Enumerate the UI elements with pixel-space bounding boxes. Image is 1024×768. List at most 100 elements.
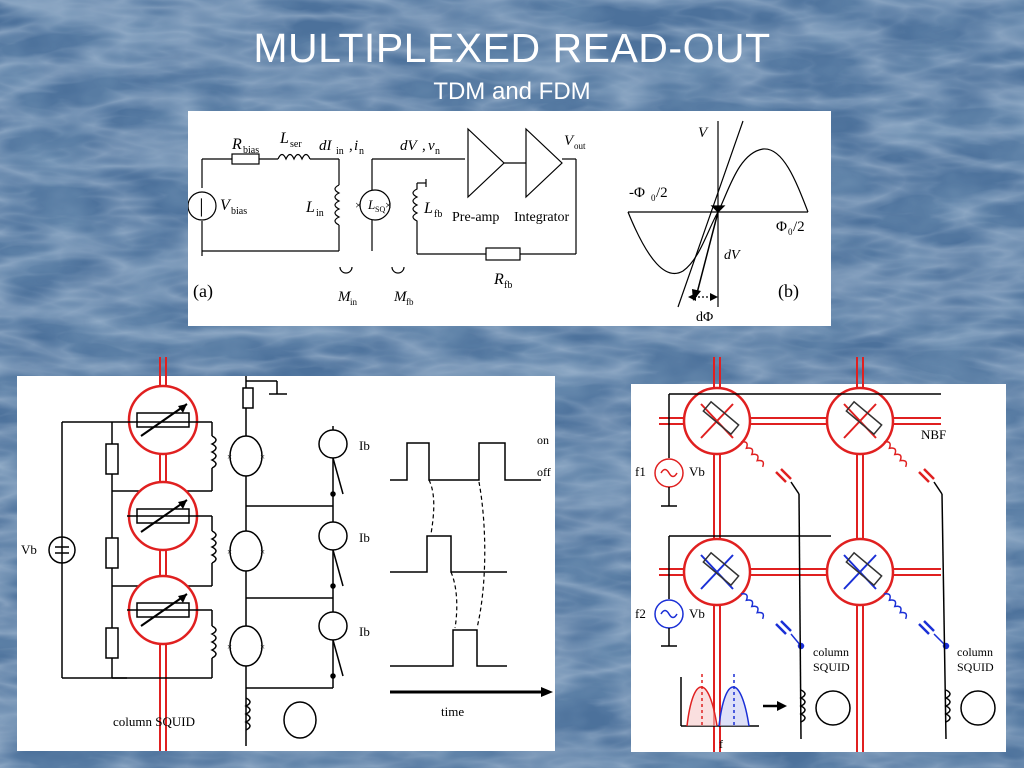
svg-text:×: × bbox=[355, 198, 362, 212]
mfb-label: M bbox=[393, 289, 408, 305]
lfb-sub: fb bbox=[434, 209, 442, 220]
rfb-sub: fb bbox=[504, 280, 512, 291]
svg-text:,: , bbox=[349, 138, 353, 154]
tdm-squid-2 bbox=[229, 530, 263, 572]
vn-label: v bbox=[428, 138, 435, 154]
v-axis-label: V bbox=[698, 125, 709, 141]
squid-readout-panel: │ V bias R bias L ser dI in , i n L in ×… bbox=[188, 111, 831, 326]
column-squid-1-line1: column bbox=[813, 645, 849, 659]
time-label: time bbox=[441, 704, 464, 719]
tdm-panel: Vb bbox=[17, 376, 555, 751]
lin-sub: in bbox=[316, 208, 324, 219]
svg-text:×: × bbox=[227, 452, 232, 462]
lin-label: L bbox=[305, 199, 315, 216]
fdm-column-squid-2 bbox=[960, 690, 996, 726]
neg-phi-label: -Φ bbox=[629, 185, 645, 201]
vb1-label: Vb bbox=[689, 464, 705, 479]
lin-inductor bbox=[334, 184, 341, 226]
off-label: off bbox=[537, 465, 551, 479]
panel-a-label: (a) bbox=[193, 281, 213, 302]
mfb-sub: fb bbox=[406, 297, 414, 307]
timing-waveform-2 bbox=[390, 535, 507, 573]
vb-label: Vb bbox=[21, 542, 37, 557]
vb-source-icon bbox=[48, 536, 76, 564]
svg-text:,: , bbox=[422, 138, 426, 154]
lser-inductor bbox=[277, 153, 311, 161]
squid-loop bbox=[359, 189, 391, 221]
column-squid-1-line2: SQUID bbox=[813, 660, 850, 674]
lser-label: L bbox=[279, 130, 289, 147]
integrator-label: Integrator bbox=[514, 210, 570, 225]
lsq-sub: SQ bbox=[375, 205, 385, 214]
ib-source-1 bbox=[318, 429, 348, 459]
dv-label: dV bbox=[400, 138, 419, 154]
min-sub: in bbox=[350, 297, 358, 307]
f-label: f bbox=[719, 737, 723, 751]
integrator-triangle bbox=[525, 127, 563, 199]
fdm-pixel-3 bbox=[682, 537, 752, 607]
lser-sub: ser bbox=[290, 139, 302, 150]
in-sub: n bbox=[359, 146, 364, 157]
svg-text:×: × bbox=[385, 198, 392, 212]
on-label: on bbox=[537, 433, 549, 447]
in-label: i bbox=[354, 138, 358, 154]
f2-label: f2 bbox=[635, 606, 646, 621]
vbias-source: │ V bias bbox=[188, 159, 247, 256]
neg-phi-sub: 0 bbox=[651, 193, 656, 203]
rfb-label: R bbox=[493, 271, 504, 288]
lfb-inductor bbox=[412, 183, 419, 227]
tangent-line bbox=[677, 120, 744, 308]
fdm-column-squid-1 bbox=[815, 690, 851, 726]
tdm-row-1 bbox=[105, 384, 217, 492]
tdm-squid-3 bbox=[229, 625, 263, 667]
dv-b-label: dV bbox=[724, 248, 741, 263]
f1-label: f1 bbox=[635, 464, 646, 479]
fdm-panel: f1 Vb f2 Vb NBF column SQUID column SQUI… bbox=[631, 384, 1006, 752]
timing-waveform-3 bbox=[390, 629, 507, 667]
rbias-sub: bias bbox=[243, 145, 259, 156]
fdm-pixel-4 bbox=[825, 537, 895, 607]
neg-phi-tail: /2 bbox=[656, 185, 668, 201]
slide-subtitle: TDM and FDM bbox=[433, 78, 591, 105]
column-squid-label: column SQUID bbox=[113, 714, 195, 729]
mfb-symbol bbox=[391, 266, 405, 274]
ib-label-1: Ib bbox=[359, 438, 370, 453]
svg-text:×: × bbox=[260, 642, 265, 652]
vout-label: V bbox=[564, 133, 575, 149]
fdm-pixel-1 bbox=[682, 386, 752, 456]
slide-title: MULTIPLEXED READ-OUT bbox=[253, 25, 771, 71]
din-label: dI bbox=[319, 138, 333, 154]
operating-point bbox=[710, 205, 726, 213]
ib-label-2: Ib bbox=[359, 530, 370, 545]
lsq-label: L bbox=[367, 197, 375, 212]
dphi-label: dΦ bbox=[696, 310, 713, 325]
column-squid-2-line1: column bbox=[957, 645, 993, 659]
min-label: M bbox=[337, 289, 352, 305]
tdm-column-squid bbox=[283, 701, 317, 739]
tdm-squid-1 bbox=[229, 435, 263, 477]
fdm-pixel-2 bbox=[825, 386, 895, 456]
nbf-label: NBF bbox=[921, 427, 946, 442]
pos-phi-sub: 0 bbox=[788, 227, 793, 237]
vn-sub: n bbox=[435, 146, 440, 157]
panel-b-label: (b) bbox=[778, 281, 799, 302]
frequency-spectrum: f bbox=[680, 674, 759, 751]
din-sub: in bbox=[336, 146, 344, 157]
preamp-label: Pre-amp bbox=[452, 210, 499, 225]
lfb-label: L bbox=[423, 200, 433, 217]
tdm-row-2 bbox=[105, 480, 217, 587]
vbias-sub: bias bbox=[231, 206, 247, 217]
preamp-triangle bbox=[467, 127, 505, 199]
min-symbol bbox=[339, 266, 353, 274]
pos-phi-label: Φ bbox=[776, 219, 787, 235]
column-squid-2-line2: SQUID bbox=[957, 660, 994, 674]
vbias-label: V bbox=[220, 197, 232, 214]
rbias-label: R bbox=[231, 136, 242, 153]
svg-text:×: × bbox=[227, 642, 232, 652]
vb2-label: Vb bbox=[689, 606, 705, 621]
svg-text:×: × bbox=[227, 547, 232, 557]
ib-source-3 bbox=[318, 611, 348, 641]
svg-text:│: │ bbox=[196, 198, 207, 217]
timing-waveform-1 bbox=[390, 442, 541, 481]
